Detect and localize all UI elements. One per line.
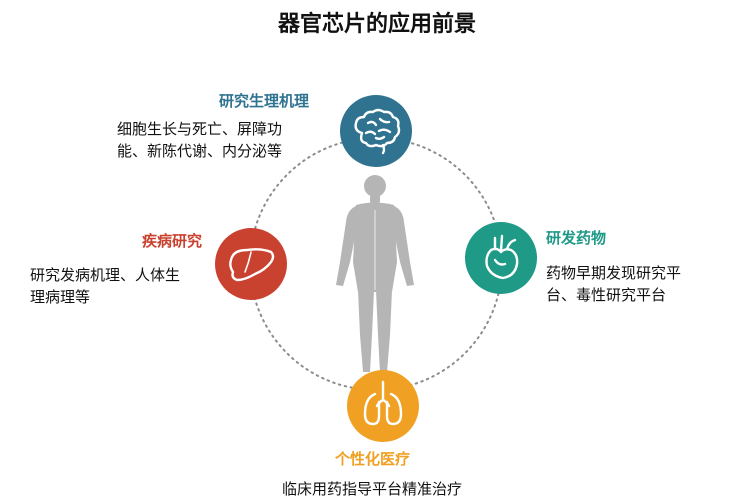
liver-icon (229, 248, 275, 282)
lungs-icon (363, 380, 403, 426)
heart-icon (485, 234, 519, 280)
left-node-label: 疾病研究 (142, 232, 203, 250)
left-node-circle (215, 228, 287, 300)
left-desc-line-1: 研究发病机理、人体生 (30, 266, 181, 284)
bottom-node-label: 个性化医疗 (335, 450, 411, 468)
bottom-node-circle (347, 370, 419, 442)
human-body-icon (336, 175, 414, 372)
right-node-circle (465, 222, 537, 294)
bottom-desc-line-1: 临床用药指导平台精准治疗 (282, 480, 463, 498)
page-title: 器官芯片的应用前景 (277, 12, 476, 37)
top-node-circle (340, 95, 412, 167)
top-desc-line-2: 能、新陈代谢、内分泌等 (117, 142, 283, 160)
top-desc-line-1: 细胞生长与死亡、屏障功 (117, 120, 283, 138)
bottom-node-description: 临床用药指导平台精准治疗 (282, 478, 462, 500)
right-desc-line-1: 药物早期发现研究平 (546, 264, 682, 282)
left-node-description: 研究发病机理、人体生 理病理等 (30, 264, 180, 308)
right-desc-line-2: 台、毒性研究平台 (546, 286, 667, 304)
top-node-label: 研究生理机理 (219, 92, 310, 110)
right-node-description: 药物早期发现研究平 台、毒性研究平台 (546, 262, 681, 306)
right-node-label: 研发药物 (546, 229, 607, 247)
brain-icon (354, 108, 401, 155)
left-desc-line-2: 理病理等 (30, 288, 91, 306)
top-node-description: 细胞生长与死亡、屏障功 能、新陈代谢、内分泌等 (117, 118, 282, 162)
